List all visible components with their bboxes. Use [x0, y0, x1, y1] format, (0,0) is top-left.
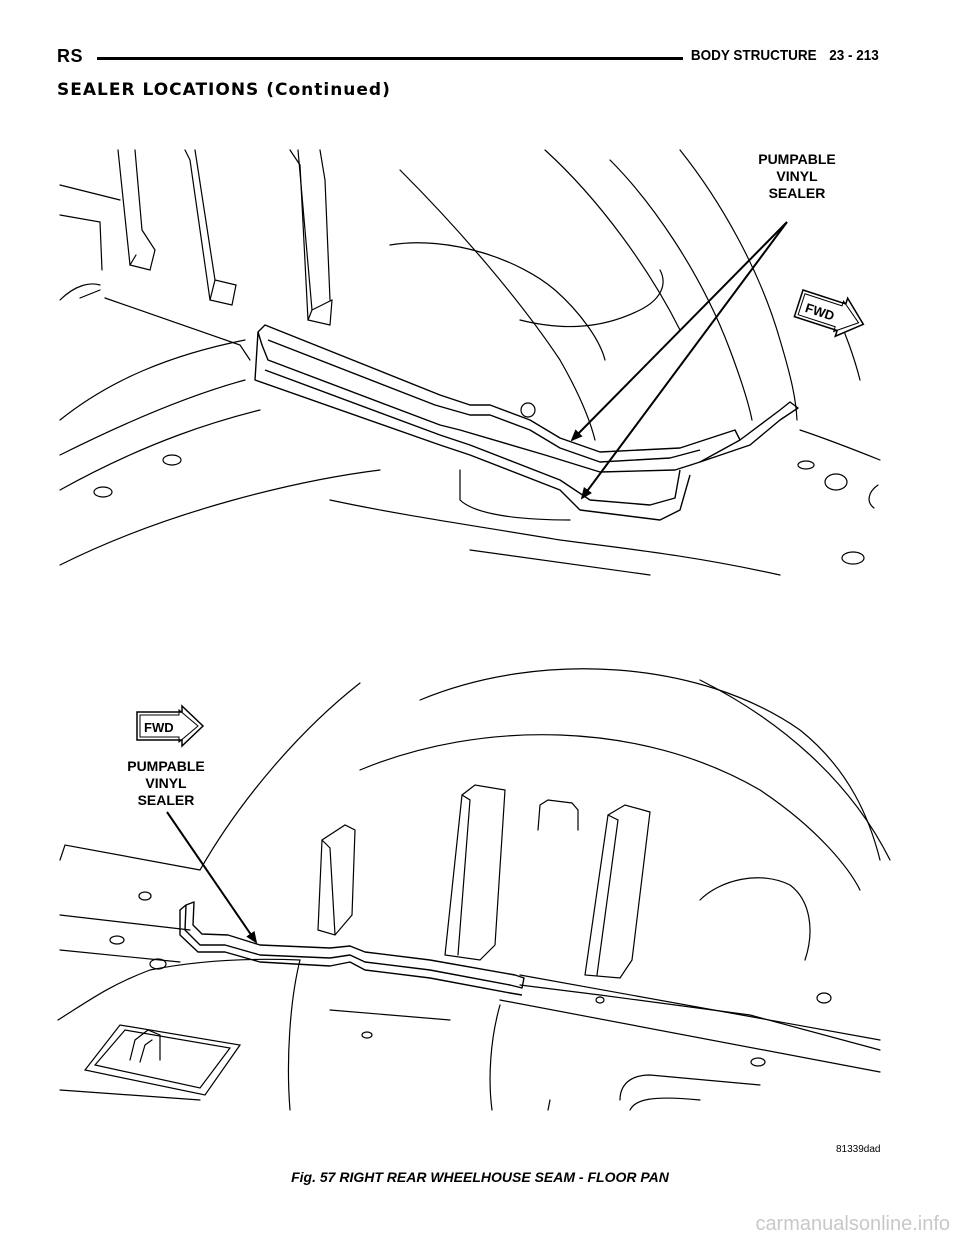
bottom-view-drawing	[57, 668, 891, 1111]
top-sealer-bead	[254, 324, 799, 521]
header-right: BODY STRUCTURE 23 - 213	[691, 47, 879, 64]
bottom-sealer-bead	[179, 901, 525, 996]
bottom-callout-line1: PUMPABLE	[127, 758, 205, 774]
top-fwd-arrow: FWD	[793, 289, 865, 338]
bottom-callout-line2: VINYL	[145, 775, 187, 791]
section-title: SEALER LOCATIONS (Continued)	[57, 80, 391, 100]
image-code: 81339dad	[836, 1144, 881, 1155]
figure-caption: Fig. 57 RIGHT REAR WHEELHOUSE SEAM - FLO…	[291, 1169, 669, 1185]
top-callout-line1: PUMPABLE	[758, 151, 836, 167]
header-section-code: RS	[57, 46, 84, 66]
top-callout-line2: VINYL	[776, 168, 818, 184]
bottom-fwd-arrow: FWD	[136, 704, 205, 748]
top-callout-line3: SEALER	[769, 185, 826, 201]
bottom-callout-line3: SEALER	[138, 792, 195, 808]
header-page-number: 23 - 213	[829, 47, 879, 64]
header-rule	[97, 57, 683, 60]
page-header: RS BODY STRUCTURE 23 - 213	[57, 46, 879, 72]
top-callout-arrows	[570, 221, 788, 500]
top-view-drawing	[59, 149, 881, 576]
header-title: BODY STRUCTURE	[691, 47, 817, 64]
bottom-callout-arrow	[166, 811, 258, 944]
bottom-fwd-label: FWD	[144, 720, 174, 735]
watermark: carmanualsonline.info	[755, 1213, 950, 1235]
